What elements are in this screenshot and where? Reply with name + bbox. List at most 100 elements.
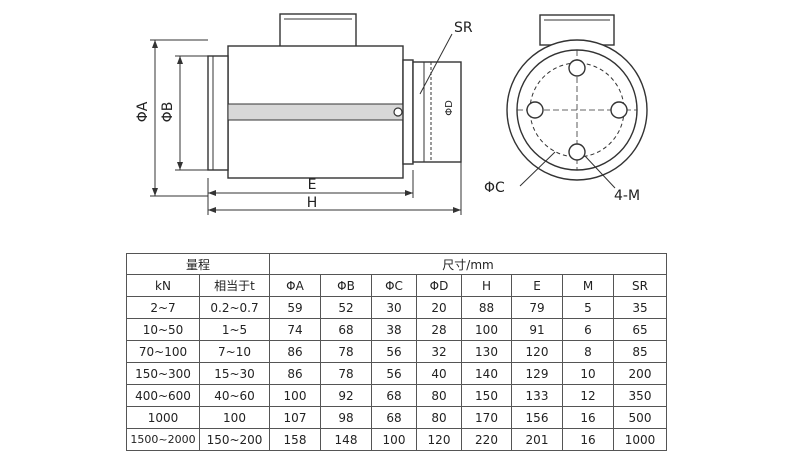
table-cell: 5 <box>562 296 614 319</box>
table-cell: 78 <box>320 362 372 385</box>
hole-left <box>526 101 544 119</box>
column-header: ΦD <box>416 274 462 297</box>
table-cell: 500 <box>613 406 667 429</box>
column-header: SR <box>613 274 667 297</box>
spec-table: 量程 尺寸/mm kN 相当于t ΦA ΦB ΦC ΦD H E M SR 2~… <box>126 253 667 451</box>
column-header: ΦC <box>371 274 417 297</box>
table-cell: 86 <box>269 362 321 385</box>
table-cell: 98 <box>320 406 372 429</box>
table-cell: 6 <box>562 318 614 341</box>
table-cell: 85 <box>613 340 667 363</box>
column-header: ΦB <box>320 274 372 297</box>
table-cell: 30 <box>371 296 417 319</box>
table-cell: 80 <box>416 384 462 407</box>
group-header-range: 量程 <box>126 253 270 275</box>
table-cell: 170 <box>461 406 512 429</box>
column-header: ΦA <box>269 274 321 297</box>
label-sr: SR <box>454 20 473 36</box>
table-cell: 80 <box>416 406 462 429</box>
side-view <box>207 13 462 179</box>
column-header-row: kN 相当于t ΦA ΦB ΦC ΦD H E M SR <box>126 274 667 297</box>
table-cell: 156 <box>511 406 563 429</box>
table-cell: 35 <box>613 296 667 319</box>
table-cell: 70~100 <box>126 340 200 363</box>
table-cell: 78 <box>320 340 372 363</box>
table-cell: 0.2~0.7 <box>199 296 270 319</box>
table-cell: 74 <box>269 318 321 341</box>
table-cell: 68 <box>371 406 417 429</box>
table-cell: 16 <box>562 406 614 429</box>
table-cell: 86 <box>269 340 321 363</box>
table-cell: 158 <box>269 428 321 451</box>
table-cell: 16 <box>562 428 614 451</box>
table-cell: 56 <box>371 340 417 363</box>
table-cell: 32 <box>416 340 462 363</box>
table-cell: 56 <box>371 362 417 385</box>
label-phi-a: ΦA <box>135 101 151 122</box>
column-header: H <box>461 274 512 297</box>
table-cell: 2~7 <box>126 296 200 319</box>
table-cell: 133 <box>511 384 563 407</box>
column-header: 相当于t <box>199 274 270 297</box>
table-cell: 130 <box>461 340 512 363</box>
table-cell: 140 <box>461 362 512 385</box>
label-phi-d: ΦD <box>444 100 455 116</box>
top-boss <box>279 13 357 49</box>
column-header: kN <box>126 274 200 297</box>
table-cell: 92 <box>320 384 372 407</box>
table-cell: 79 <box>511 296 563 319</box>
table-cell: 1000 <box>126 406 200 429</box>
label-phi-c: ΦC <box>484 180 505 196</box>
table-cell: 120 <box>416 428 462 451</box>
table-cell: 1000 <box>613 428 667 451</box>
body-band <box>227 103 404 121</box>
table-cell: 65 <box>613 318 667 341</box>
hole-top <box>568 59 586 77</box>
column-header: M <box>562 274 614 297</box>
table-cell: 20 <box>416 296 462 319</box>
label-h: H <box>307 195 318 211</box>
table-cell: 100 <box>269 384 321 407</box>
group-header-size: 尺寸/mm <box>269 253 667 275</box>
table-cell: 129 <box>511 362 563 385</box>
side-arrows <box>152 40 461 213</box>
table-cell: 120 <box>511 340 563 363</box>
table-cell: 10~50 <box>126 318 200 341</box>
table-cell: 220 <box>461 428 512 451</box>
table-cell: 150~200 <box>199 428 270 451</box>
table-cell: 88 <box>461 296 512 319</box>
table-cell: 38 <box>371 318 417 341</box>
table-cell: 1500~2000 <box>126 428 200 451</box>
table-cell: 91 <box>511 318 563 341</box>
table-cell: 150 <box>461 384 512 407</box>
column-header: E <box>511 274 563 297</box>
label-holes: 4-M <box>614 188 640 204</box>
left-flange <box>207 55 229 171</box>
hole-bottom <box>568 143 586 161</box>
table-cell: 100 <box>199 406 270 429</box>
table-cell: 68 <box>371 384 417 407</box>
table-cell: 8 <box>562 340 614 363</box>
label-e: E <box>308 177 317 193</box>
table-cell: 52 <box>320 296 372 319</box>
table-cell: 100 <box>461 318 512 341</box>
right-shaft <box>412 61 462 163</box>
table-cell: 350 <box>613 384 667 407</box>
table-cell: 200 <box>613 362 667 385</box>
hole-right <box>610 101 628 119</box>
side-dimensions <box>150 39 462 215</box>
table-cell: 148 <box>320 428 372 451</box>
table-cell: 100 <box>371 428 417 451</box>
table-cell: 12 <box>562 384 614 407</box>
end-view <box>506 14 648 189</box>
technical-drawing: ΦA ΦB ΦD E H SR ΦC 4-M <box>135 13 648 215</box>
band-screw <box>393 107 403 117</box>
